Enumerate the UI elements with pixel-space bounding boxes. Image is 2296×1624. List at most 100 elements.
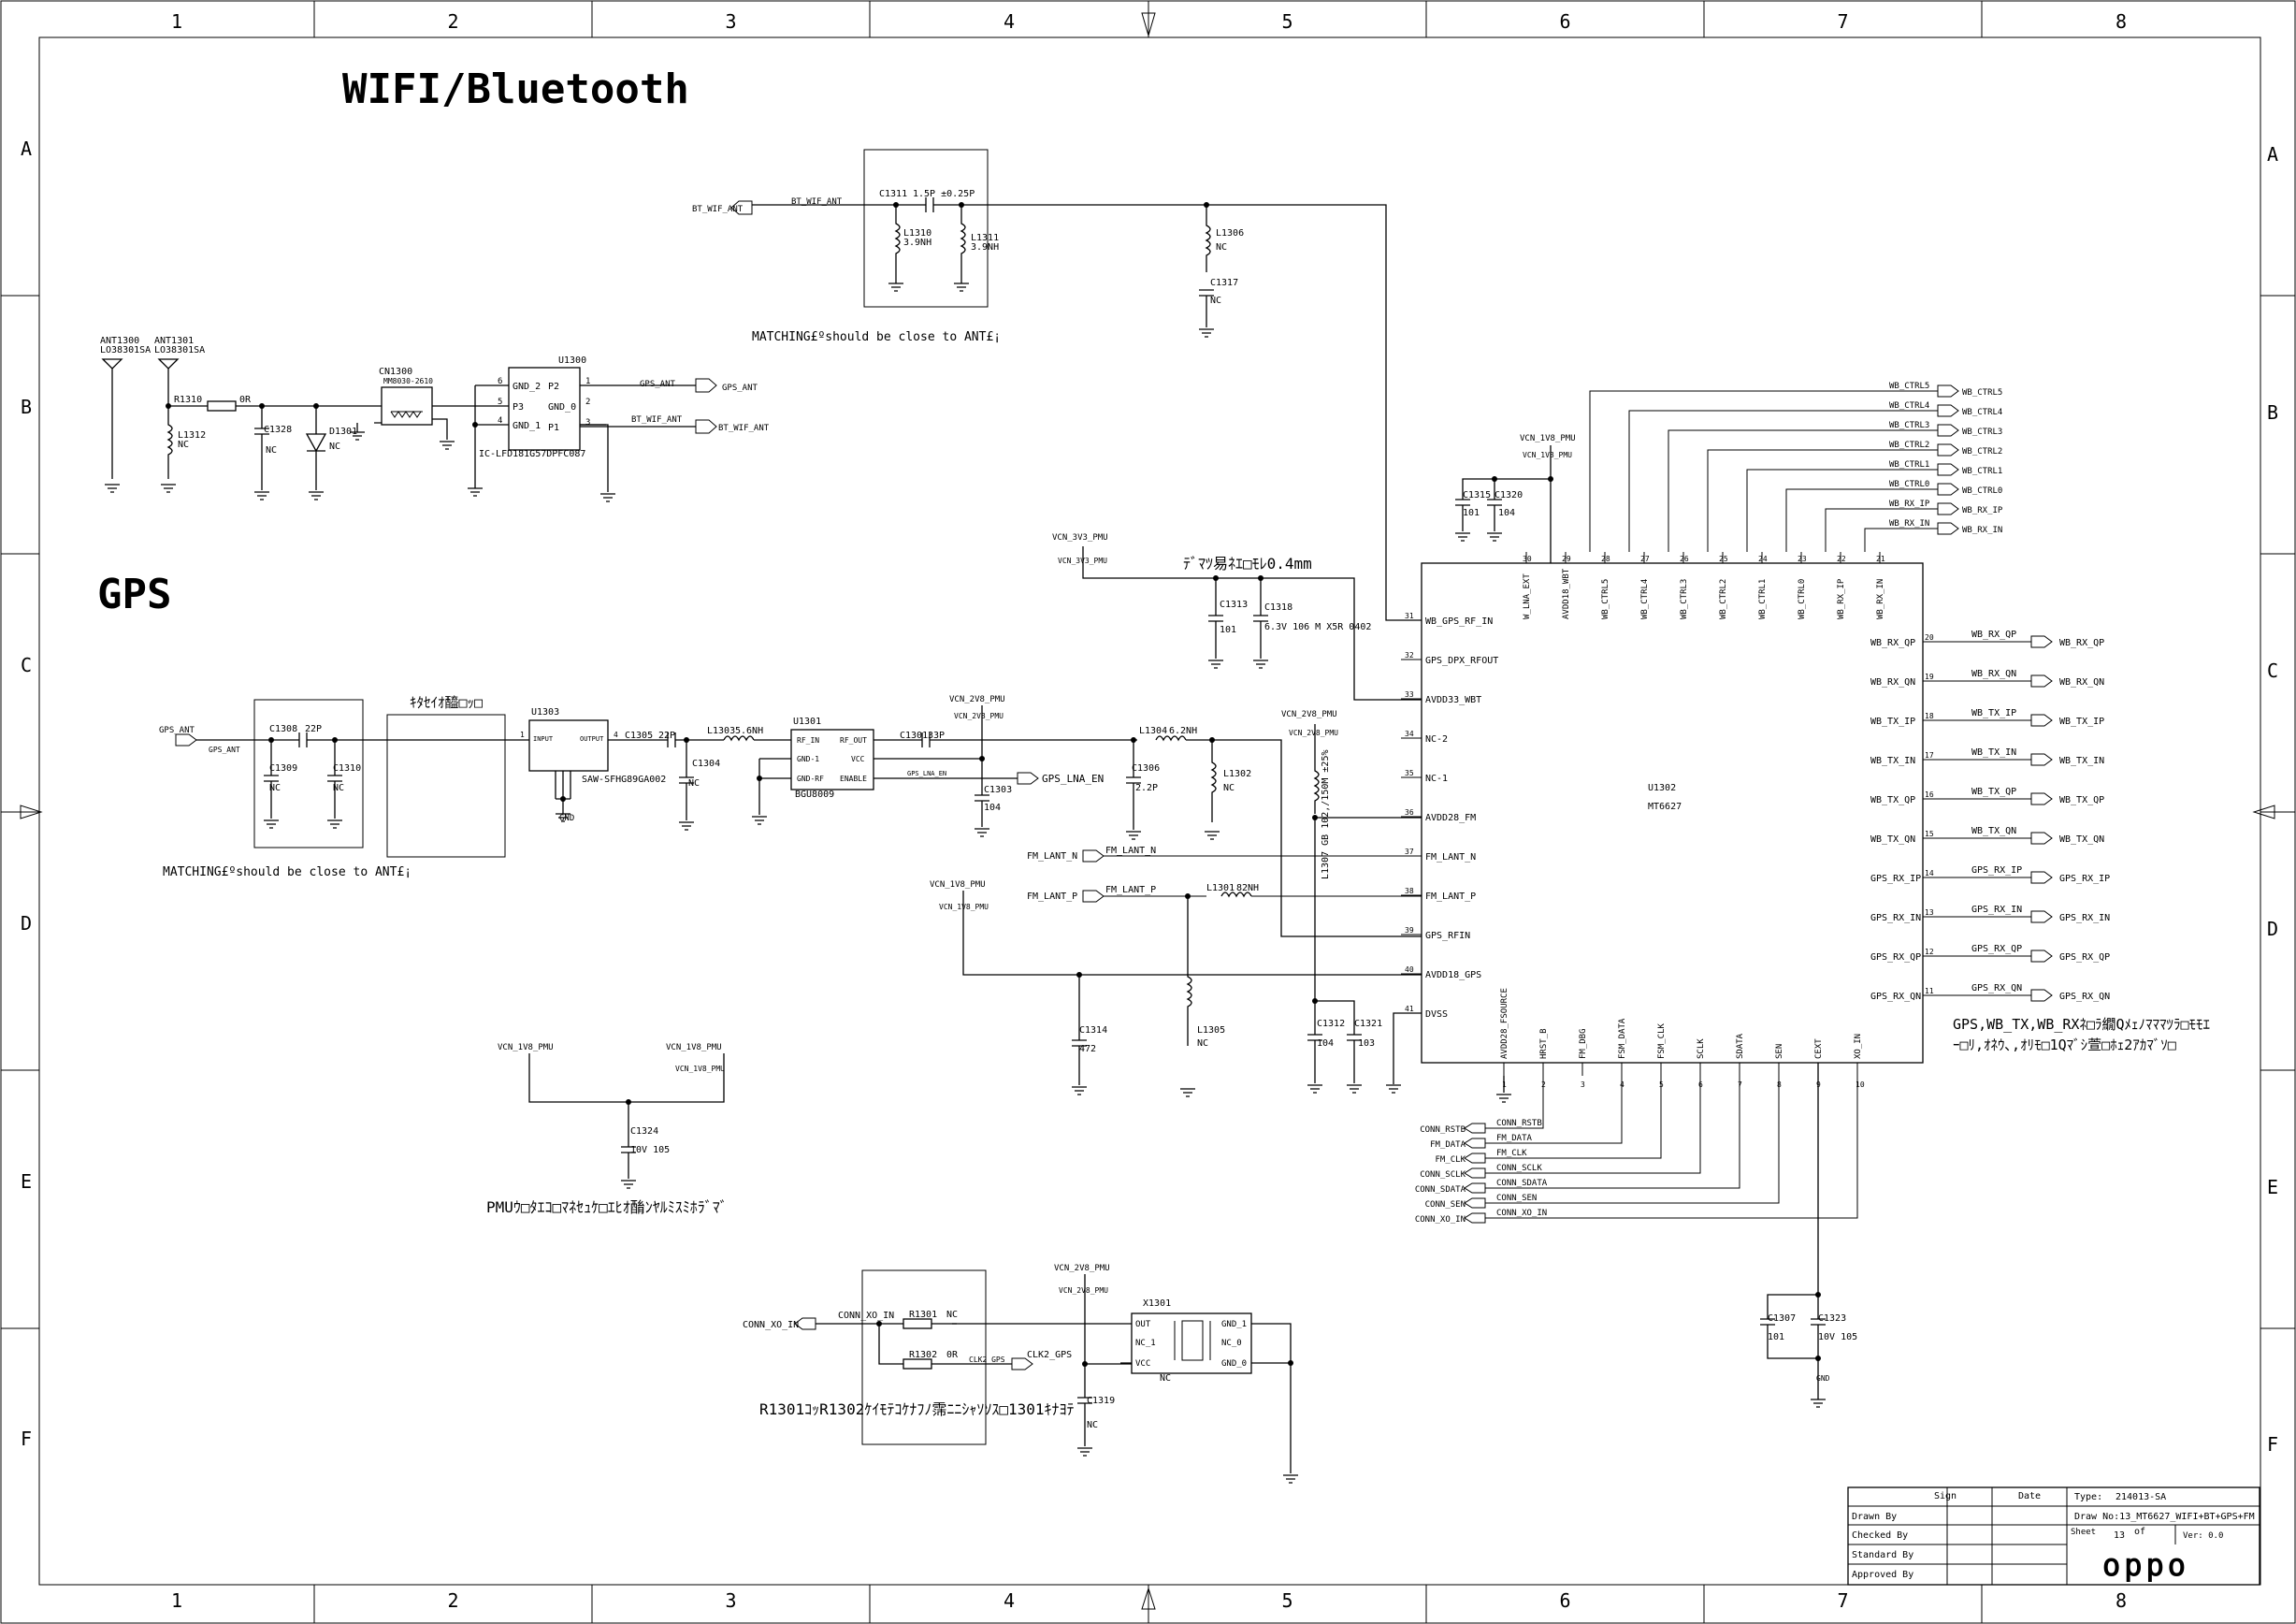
frame-row-label-left: C [21,654,32,676]
u1302-pin-top-name: WB_CTRL3 [1680,579,1689,619]
l1312-value: NC [178,440,189,450]
u1302-pin-left-name: GPS_RFIN [1425,931,1470,941]
u1300-pin-num: 1 [585,377,590,386]
c1324-ref: C1324 [630,1126,658,1137]
fm-lant-n-wire: FM_LANT_N [1105,846,1156,856]
conn-wire-label: FM_DATA [1496,1134,1533,1143]
u1302-pin-num: 19 [1925,673,1934,681]
u1302-right-net-label: WB_TX_QN [2059,834,2104,845]
u1302-pin-num: 40 [1405,965,1414,974]
wb-ctrl-wire-label: WB_RX_IP [1889,500,1930,509]
tb-approved-by: Approved By [1852,1570,1913,1580]
u1302-pin-num: 13 [1925,908,1934,917]
conn-port [1464,1153,1486,1164]
u1302-pin-left-name: FM_LANT_N [1425,852,1476,863]
fm-lant-p-port: FM_LANT_P [1027,892,1077,902]
u1302-mt6627: U1302 MT6627 31WB_GPS_RF_IN32GPS_DPX_RFO… [1401,382,2110,1225]
bt-wif-ant-port: BT_WIF_ANT [718,424,770,433]
pmu-note: PMUｳ□ﾀｴｺ□ﾏﾈｾｭｹ□ｴﾋｵ酳ﾝﾔﾙﾐｽﾐﾎﾗﾞﾏﾞ [486,1198,728,1216]
gps-ant-input-wire: GPS_ANT [209,746,240,754]
saw-note: ｷﾀｾｲｵ醯□ｯ□ [410,694,483,711]
c1318-value: 6.3V 106 M X5R 0402 [1264,622,1371,632]
conn-port [1464,1197,1486,1209]
u1302-right-net-port [2030,792,2053,805]
tb-type-value: 214013-SA [2115,1492,2166,1502]
u1302-bottom-pins: 1AVDD28_FSOURCE2HRST_B3FM_DBG4FSM_DATA5F… [1496,988,1865,1103]
u1303-gnd-label: GND [559,814,574,823]
u1302-pin-num: 11 [1925,987,1934,995]
vcn-1v8-top-decoupling: VCN_1V8_PMU VCN_1V8_PMU C1315 101 C1320 … [1455,434,1576,563]
c1307-ref: C1307 [1768,1313,1796,1324]
tb-sheet-value: 13 [2114,1530,2125,1541]
conn-wire-label: CONN_XO_IN [1496,1209,1547,1218]
u1302-pin-left-name: AVDD18_GPS [1425,970,1481,980]
c1321-value: 103 [1358,1038,1375,1049]
c1314-value: 472 [1079,1044,1096,1054]
frame-col-label-bottom: 3 [726,1589,737,1612]
pmu-decoupling: VCN_1V8_PMU VCN_1V8_PMU VCN_1V8_PMU C132… [486,1043,728,1216]
u1301-ref: U1301 [793,717,821,727]
wb-ctrl-wire-label: WB_CTRL3 [1889,421,1929,430]
gps-title: GPS [97,571,171,618]
frame-col-label-top: 8 [2115,10,2127,33]
frame-row-label-left: D [21,912,32,935]
x1301-pin-out: OUT [1135,1320,1151,1329]
l1311-ref: L1311 [971,233,999,243]
wb-ctrl-port [1937,463,1959,476]
wb-ctrl-port [1937,483,1959,496]
c1321-ref: C1321 [1354,1019,1382,1029]
c1307-value: 101 [1768,1332,1784,1342]
u1302-right-net-wire: WB_TX_QN [1971,826,2016,836]
gps-ant-port: GPS_ANT [722,384,758,393]
r1301-value: NC [946,1310,958,1320]
u1302-right-net-label: GPS_RX_IN [2059,913,2110,923]
u1302-pin-top-name: WB_CTRL4 [1640,579,1650,619]
bt-wif-ant-input-label: BT_WIF_ANT [791,197,843,207]
c1318-ref: C1318 [1264,602,1292,613]
u1300-pin-right: P2 [548,382,559,392]
u1302-right-net-port [2030,950,2053,963]
conn-port [1464,1182,1486,1194]
l1304-ref: L1304 [1139,726,1167,736]
frame-row-label-left: B [21,396,32,418]
c1317-value: NC [1210,296,1221,306]
r1302-value: 0R [946,1350,959,1360]
u1302-pin-left-name: WB_GPS_RF_IN [1425,616,1493,627]
conn-control-nets: CONN_RSTBCONN_RSTBFM_DATAFM_DATAFM_CLKFM… [1415,1076,1858,1225]
l1301-ref: L1301 [1206,883,1235,893]
vcn-2v8-lna-wire: VCN_2V8_PMU [954,712,1004,720]
conn-port-label: CONN_XO_IN [1415,1215,1466,1225]
u1302-pin-num: 37 [1405,848,1414,856]
vcn-3v3-decoupling: VCN_3V3_PMU VCN_3V3_PMU ﾃﾞﾏﾂ易ﾈｴ□ﾓﾚ0.4mm … [1052,533,1422,701]
u1302-pin-num: 15 [1925,830,1934,838]
c1306-ref: C1306 [1132,763,1160,774]
c1328-value: NC [266,445,277,456]
c1315-ref: C1315 [1463,490,1491,500]
u1302-right-net-wire: WB_TX_IP [1971,708,2016,718]
u1302-pin-num: 31 [1405,612,1414,620]
wb-ctrl-port [1937,502,1959,515]
tb-drawn-by: Drawn By [1852,1512,1897,1522]
l1307-ref-value: L1307 GB 102,/150M ±25% [1321,750,1331,880]
clk2-gps-wire: CLK2_GPS [969,1356,1005,1364]
frame-row-label-right: C [2267,660,2278,682]
frame-col-label-top: 5 [1282,10,1293,33]
tb-checked-by: Checked By [1852,1530,1908,1541]
u1302-pin-num: 41 [1405,1005,1414,1013]
u1300-pin-num: 4 [498,416,502,426]
frame-row-dividers [1,295,2295,1329]
u1302-right-net-label: WB_TX_IN [2059,756,2104,766]
c1301-ref: C1301 [900,731,928,741]
u1303-pin-1: 1 [520,731,525,739]
wifi-bluetooth-title: WIFI/Bluetooth [342,65,689,113]
cn1300-ref: CN1300 [379,367,412,377]
wb-ctrl-port-label: WB_RX_IN [1962,526,2002,535]
cext-gnd-label: GND [1816,1374,1830,1383]
u1302-right-net-label: WB_TX_QP [2059,795,2104,805]
u1302-pin-num: 32 [1405,651,1414,660]
u1302-pin-bottom-name: XO_IN [1854,1034,1863,1059]
wb-ctrl-port [1937,443,1959,457]
u1302-ref: U1302 [1648,783,1676,793]
gps-ant-wire-label: GPS_ANT [640,380,676,389]
c1323-value: 10V 105 [1818,1332,1857,1342]
